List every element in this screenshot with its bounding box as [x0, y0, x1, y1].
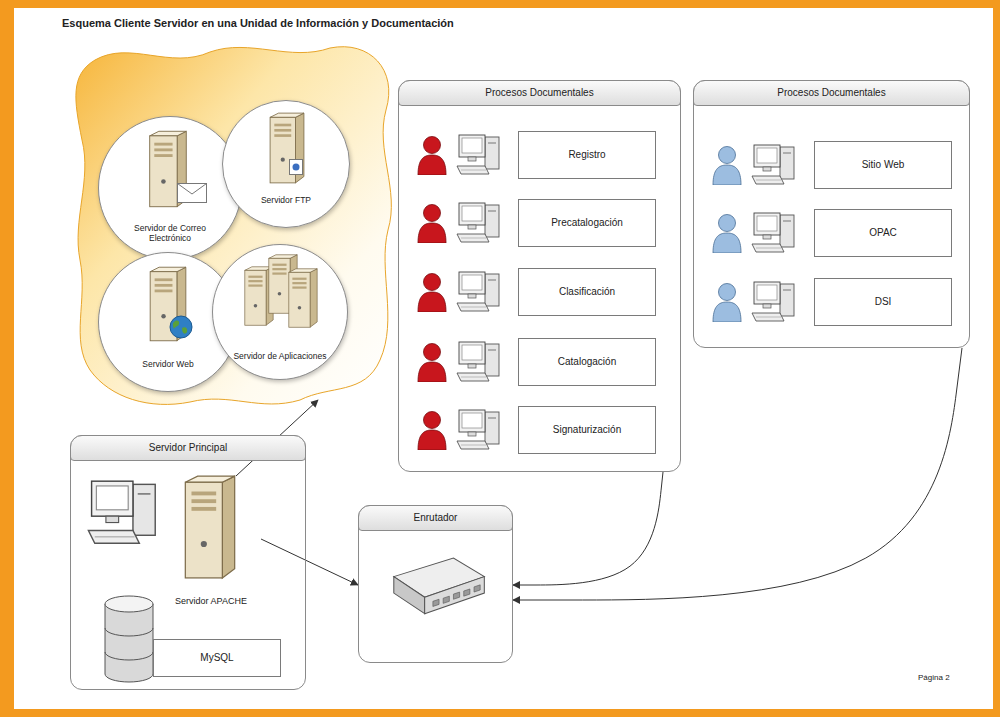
mail-icon [177, 183, 207, 203]
mail-icon [178, 184, 207, 203]
workstation-icon [752, 282, 794, 321]
user-icon [415, 272, 449, 312]
node-label: Catalogación [558, 356, 616, 368]
service-box: Sitio Web [814, 141, 952, 189]
workstation-icon [455, 201, 505, 245]
workstation-icon [750, 280, 800, 324]
user-icon [713, 215, 741, 254]
panel-title: Servidor Principal [149, 442, 227, 454]
page-sheet [14, 8, 993, 709]
user-icon [710, 213, 744, 253]
workstation-icon [88, 481, 155, 543]
workstation-icon [457, 410, 499, 449]
node-label: Signaturización [553, 424, 621, 436]
user-icon [713, 284, 741, 323]
ftp-icon [290, 160, 303, 175]
router-icon [385, 554, 489, 626]
node-label: Servidor de Correo Electrónico [120, 223, 220, 243]
user-icon [418, 412, 446, 451]
workstation-icon [85, 478, 165, 548]
user-icon [418, 344, 446, 383]
node-label: MySQL [200, 652, 233, 664]
node-label: Servidor APACHE [175, 596, 247, 607]
footer-rule [60, 693, 985, 696]
workstation-icon [457, 272, 499, 311]
workstation-icon [457, 135, 499, 174]
network-link [513, 472, 663, 585]
globe-icon [170, 316, 192, 338]
workstation-icon [750, 211, 800, 255]
node-label: Sitio Web [862, 159, 905, 171]
panel-header: Enrutador [358, 505, 513, 531]
page-number: Página 2 [918, 673, 950, 683]
service-box: DSI [814, 278, 952, 326]
database-icon [101, 594, 157, 684]
server-icon [185, 476, 234, 578]
user-icon [710, 282, 744, 322]
workstation-icon [752, 213, 794, 252]
node-label: Servidor FTP [261, 195, 311, 205]
node-label: Clasificación [559, 286, 615, 298]
workstation-icon [455, 408, 505, 452]
user-icon [713, 147, 741, 186]
process-panel: Procesos DocumentalesRegistroPrecataloga… [398, 80, 681, 472]
user-icon [418, 274, 446, 313]
workstation-icon [457, 203, 499, 242]
process-box: Signaturización [518, 406, 656, 454]
server-icon [270, 113, 304, 183]
user-icon [418, 137, 446, 176]
node-label: DSI [875, 296, 892, 308]
ftp-icon [289, 159, 303, 175]
panel-header: Procesos Documentales [693, 80, 970, 106]
app-servers-icon [241, 253, 321, 329]
node-label: Registro [568, 149, 605, 161]
user-icon [710, 145, 744, 185]
user-icon [418, 205, 446, 244]
user-icon [415, 203, 449, 243]
panel-title: Enrutador [414, 512, 458, 524]
node-label: Servidor de Aplicaciones [233, 351, 326, 361]
title-rule [60, 35, 985, 37]
panel-header: Servidor Principal [70, 435, 306, 461]
workstation-icon [455, 270, 505, 314]
database-box: MySQL [153, 639, 281, 677]
process-box: Registro [518, 131, 656, 179]
workstation-icon [457, 342, 499, 381]
server-panel: Servidor PrincipalServidor APACHE MySQL [70, 435, 306, 690]
process-box: Clasificación [518, 268, 656, 316]
node-label: Precatalogación [551, 217, 623, 229]
process-box: Catalogación [518, 338, 656, 386]
server-circle: Servidor de Correo Electrónico [98, 116, 242, 260]
router-panel: Enrutador [358, 505, 513, 663]
diagram-title: Esquema Cliente Servidor en una Unidad d… [62, 17, 454, 30]
network-link [261, 539, 358, 585]
user-icon [415, 410, 449, 450]
node-label: OPAC [869, 227, 897, 239]
router-icon [394, 558, 485, 614]
panel-title: Procesos Documentales [777, 87, 885, 99]
globe-icon [169, 315, 193, 339]
server-label: Servidor APACHE [161, 469, 261, 609]
user-icon [415, 342, 449, 382]
workstation-icon [455, 133, 505, 177]
server-icon [179, 473, 241, 581]
panel-title: Procesos Documentales [485, 87, 593, 99]
user-icon [415, 135, 449, 175]
server-circle: Servidor FTP [222, 100, 350, 228]
database-icon [105, 596, 153, 682]
service-box: OPAC [814, 209, 952, 257]
workstation-icon [750, 143, 800, 187]
node-label: Servidor Web [142, 359, 193, 369]
panel-header: Procesos Documentales [398, 80, 681, 106]
app-servers-icon [245, 255, 317, 327]
server-cloud [76, 47, 391, 405]
workstation-icon [455, 340, 505, 384]
process-box: Precatalogación [518, 199, 656, 247]
workstation-icon [752, 145, 794, 184]
server-circle: Servidor de Aplicaciones [212, 244, 348, 380]
process-panel: Procesos DocumentalesSitio WebOPAC DSI [693, 80, 970, 348]
